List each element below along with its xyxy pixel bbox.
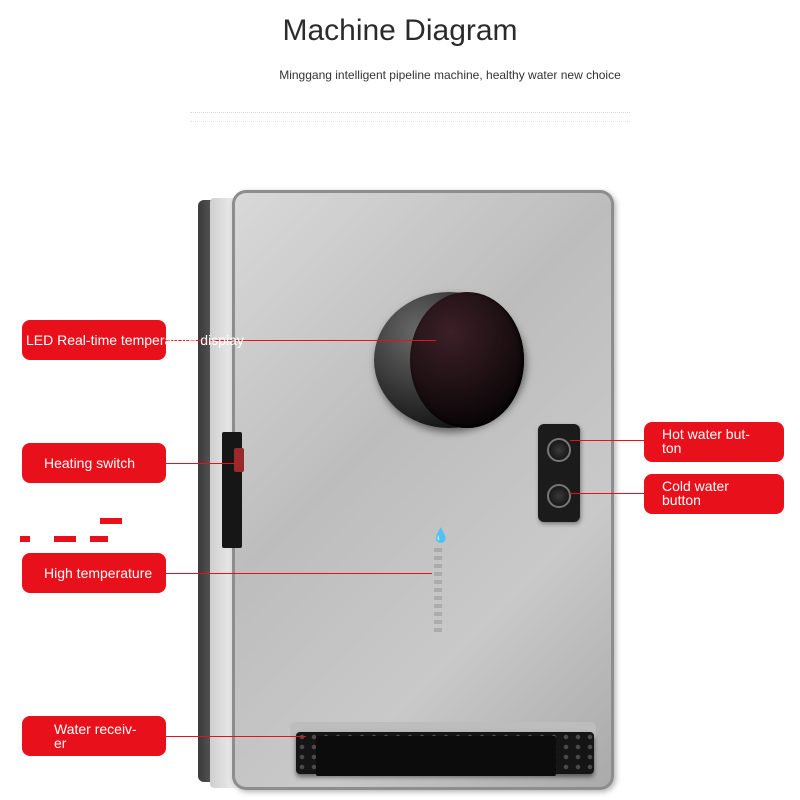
decor-dash [100, 518, 122, 524]
callout-receiver-line2: er [54, 735, 67, 751]
callout-water-receiver: Water receiv- er [22, 716, 166, 756]
leader-line-high-temp [166, 573, 432, 574]
callout-cold-line2: button [662, 492, 701, 508]
decor-dash [90, 536, 108, 542]
decor-dash [54, 536, 76, 542]
vertical-panel-print [434, 548, 442, 632]
page-title: Machine Diagram [282, 14, 518, 47]
leader-line-heating [166, 463, 238, 464]
callout-cold-water-button: Cold water button [644, 474, 784, 514]
leader-line-receiver [166, 736, 306, 737]
callout-hot-water-button: Hot water but- ton [644, 422, 784, 462]
callout-led-display: LED Real-time temperature display [22, 320, 244, 360]
callout-led-text: LED Real-time temperature display [26, 332, 244, 348]
callout-cold-line1: Cold water [662, 478, 729, 494]
leader-line-led [166, 340, 436, 341]
heating-switch-toggle [234, 448, 244, 472]
hot-water-button [547, 438, 571, 462]
tray-front-lip [316, 736, 556, 776]
callout-heating-text: Heating switch [44, 455, 136, 471]
callout-high-temperature: High temperature [22, 553, 166, 593]
callout-high-temp-text: High temperature [44, 565, 153, 581]
temperature-display-screen [410, 292, 524, 428]
page-subtitle: Minggang intelligent pipeline machine, h… [279, 68, 621, 82]
faint-divider [190, 112, 630, 122]
cold-water-button [547, 484, 571, 508]
leader-line-cold-button [570, 493, 644, 494]
callout-hot-line1: Hot water but- [662, 426, 750, 442]
water-drop-icon: 💧 [432, 527, 450, 543]
leader-line-hot-button [570, 440, 644, 441]
decor-dash [20, 536, 30, 542]
callout-receiver-line1: Water receiv- [54, 721, 137, 737]
callout-heating-switch: Heating switch [22, 443, 166, 483]
callout-hot-line2: ton [662, 440, 682, 456]
